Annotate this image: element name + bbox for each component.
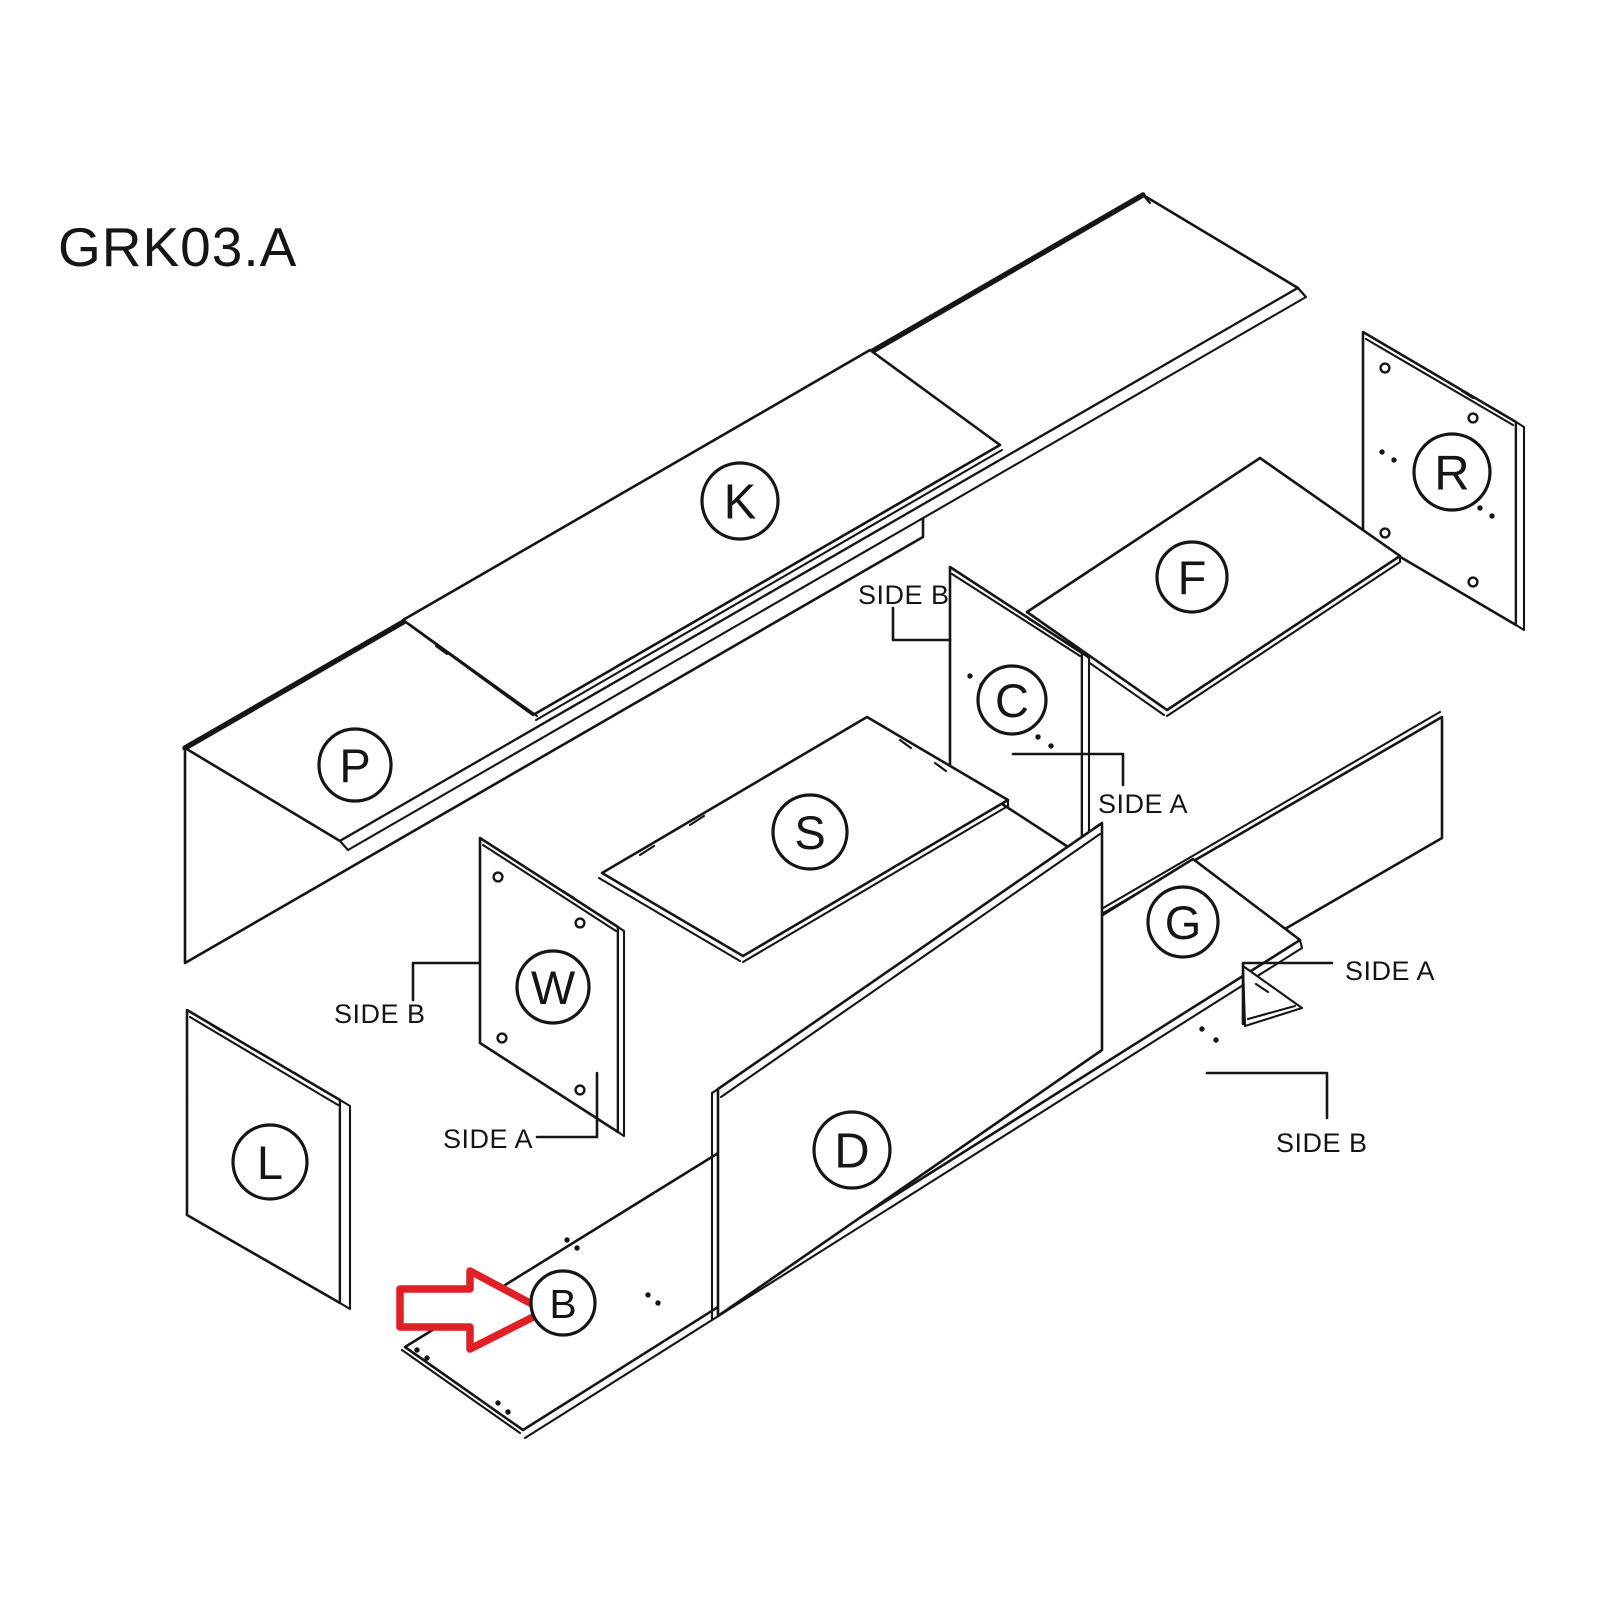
screw-hole (574, 1084, 586, 1096)
label-f: F (1155, 540, 1229, 614)
label-d-text: D (834, 1125, 869, 1179)
pilot-dot (1199, 1026, 1205, 1032)
panel-b-thickness (400, 938, 1304, 1440)
label-w-text: W (531, 961, 576, 1014)
panel-r-top-thickness (1364, 337, 1515, 427)
pilot-dot (505, 1409, 511, 1415)
label-c: C (976, 664, 1048, 736)
screw-hole (1467, 576, 1479, 588)
pilot-dot (1048, 743, 1054, 749)
annotation-c-side-b: SIDE B (858, 580, 950, 610)
panel-l-top-thickness (188, 1015, 340, 1107)
label-l-text: L (257, 1136, 283, 1189)
panel-d-thickness (710, 832, 1102, 1322)
label-k: K (700, 461, 780, 541)
label-r: R (1412, 432, 1492, 512)
pilot-dot (1379, 449, 1385, 455)
inner-shelf-screw-dashes (434, 619, 698, 668)
leader-w-side-b (411, 961, 482, 1002)
pilot-dot (967, 673, 973, 679)
pilot-dot (495, 1400, 501, 1406)
leader-c-side-a (1011, 752, 1125, 787)
panel-f-screw-dashes (1072, 542, 1132, 583)
panel-w-top-thickness (481, 843, 618, 933)
annotation-c-side-a: SIDE A (1098, 789, 1188, 819)
label-r-text: R (1434, 447, 1469, 501)
panel-d (710, 821, 1104, 1322)
leader-g-side-b (1205, 1071, 1329, 1120)
pilot-dot (1035, 734, 1041, 740)
screw-hole (1467, 412, 1479, 424)
pilot-dot (574, 1245, 580, 1251)
part-labels: K P R F C S G W (231, 432, 1492, 1337)
panel-k-end-ticks (1141, 193, 1307, 298)
label-p-text: P (339, 739, 370, 792)
panel-r-screw-dashes (1392, 348, 1475, 400)
annotation-g-side-a: SIDE A (1345, 956, 1435, 986)
pilot-dot (414, 1347, 420, 1353)
annotation-g-side-b: SIDE B (1276, 1128, 1368, 1158)
inner-shelf-thickness (407, 448, 1004, 722)
leader-g-side-a (1241, 961, 1334, 1026)
label-s-text: S (794, 806, 825, 859)
label-b-text: B (549, 1281, 576, 1327)
screw-hole (496, 1032, 508, 1044)
screw-hole (1379, 527, 1391, 539)
pilot-dot (1489, 513, 1495, 519)
leader-w-side-a (535, 1071, 599, 1139)
screw-hole (1379, 362, 1391, 374)
panel-g-corner-detail (1241, 964, 1304, 1028)
inner-top-shelf (401, 348, 1004, 722)
pilot-dot (564, 1237, 570, 1243)
label-b: B (529, 1269, 597, 1337)
panel-d-face (716, 821, 1104, 1318)
label-g: G (1146, 885, 1220, 959)
annotation-w-side-b: SIDE B (334, 999, 426, 1029)
pilot-dot (655, 1300, 661, 1306)
label-w: W (515, 949, 591, 1025)
panel-c-edge-strip (1080, 651, 1091, 863)
pilot-dot (1477, 505, 1483, 511)
panel-w-screw-dashes (506, 854, 576, 900)
red-arrow-pointer (396, 1267, 549, 1353)
pilot-dot (424, 1355, 430, 1361)
annotation-w-side-a: SIDE A (443, 1124, 533, 1154)
panel-c-top-thickness (950, 572, 1082, 658)
panel-c-screw-dashes (974, 582, 1042, 628)
label-f-text: F (1178, 551, 1207, 604)
pilot-dot (1391, 457, 1397, 463)
panel-s-thickness (597, 798, 1010, 964)
panel-l-screw-dashes (208, 1022, 309, 1083)
screw-hole (492, 871, 504, 883)
panel-s-screw-dashes (638, 738, 948, 857)
pilot-dot (645, 1292, 651, 1298)
label-k-text: K (724, 476, 757, 530)
panel-g-corner-lines (1246, 982, 1297, 1021)
screw-hole (574, 917, 586, 929)
label-c-text: C (995, 674, 1029, 727)
page-title: GRK03.A (58, 216, 297, 278)
label-g-text: G (1165, 896, 1202, 949)
panel-w-edge-strip (616, 925, 626, 1138)
panel-l-edge-strip (338, 1098, 352, 1311)
pilot-dot (1213, 1037, 1219, 1043)
leader-c-side-b (891, 606, 952, 642)
inner-shelf-face (401, 348, 1002, 717)
panel-k-edge-strip (338, 286, 1308, 852)
label-s: S (771, 793, 849, 871)
label-l: L (231, 1123, 309, 1201)
label-p: P (317, 727, 393, 803)
label-d: D (812, 1110, 892, 1190)
panel-r-edge-strip (1514, 420, 1526, 632)
